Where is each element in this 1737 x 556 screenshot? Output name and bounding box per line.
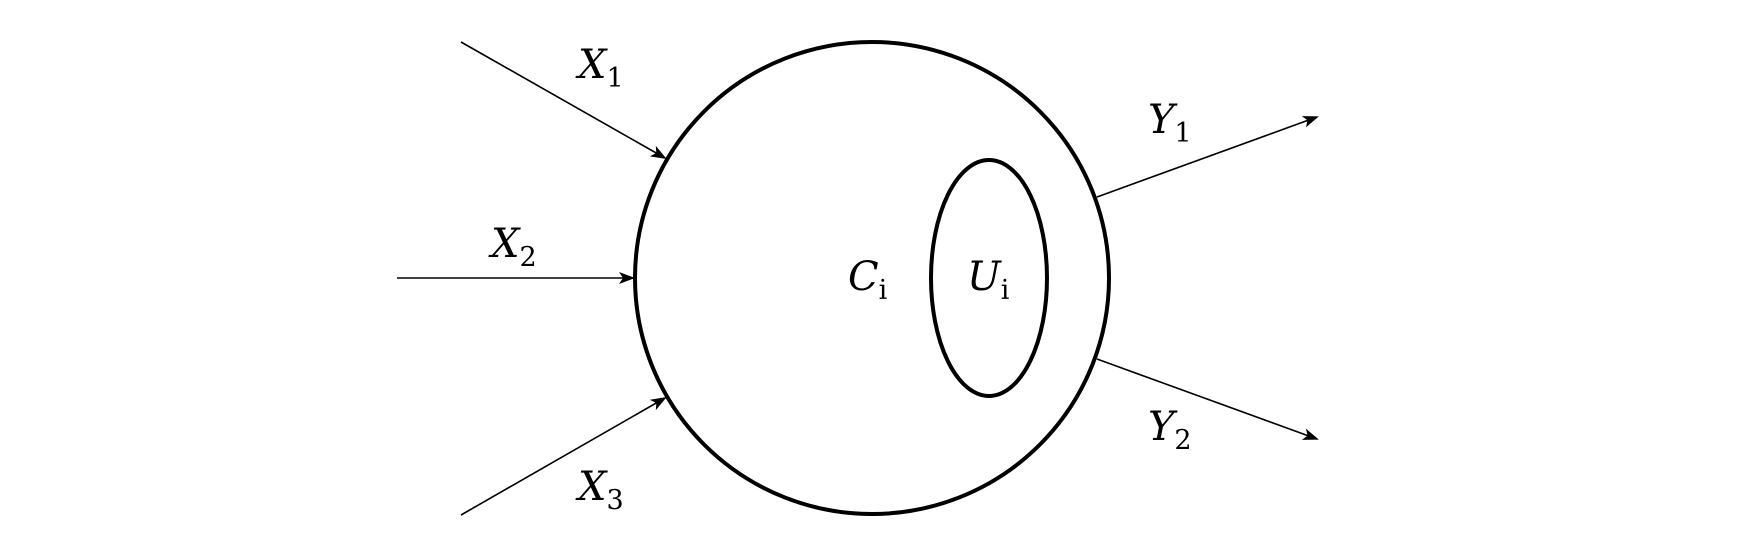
input-label-2-main: X [488,221,521,267]
input-label-3-sub: 3 [606,485,623,516]
input-label-1: X1 [575,42,624,94]
inner-region-label: Ui [967,254,1010,306]
input-label-1-sub: 1 [606,63,623,94]
output-label-2-main: Y [1148,404,1178,450]
input-label-2: X2 [488,221,537,273]
input-label-2-sub: 2 [519,242,536,273]
output-label-1-sub: 1 [1174,118,1191,149]
outer-region-label-sub: i [879,275,888,306]
input-arrow-3 [460,397,667,516]
output-label-2-sub: 2 [1174,425,1191,456]
outer-region-label: Ci [848,254,888,306]
output-arrow-2 [1096,358,1319,440]
inner-region-label-main: U [967,254,1002,300]
inner-region-label-sub: i [1001,275,1010,306]
outer-region-circle [633,40,1111,516]
output-label-1-main: Y [1148,97,1178,143]
input-label-1-main: X [575,42,608,88]
output-label-2: Y2 [1148,404,1192,456]
input-label-3-main: X [575,464,608,510]
outer-region-label-main: C [848,254,879,300]
output-arrow-1 [1096,116,1319,198]
input-label-3: X3 [575,464,624,516]
inner-region-ellipse [929,158,1049,398]
input-arrow-1 [460,41,667,159]
output-label-1: Y1 [1148,97,1192,149]
